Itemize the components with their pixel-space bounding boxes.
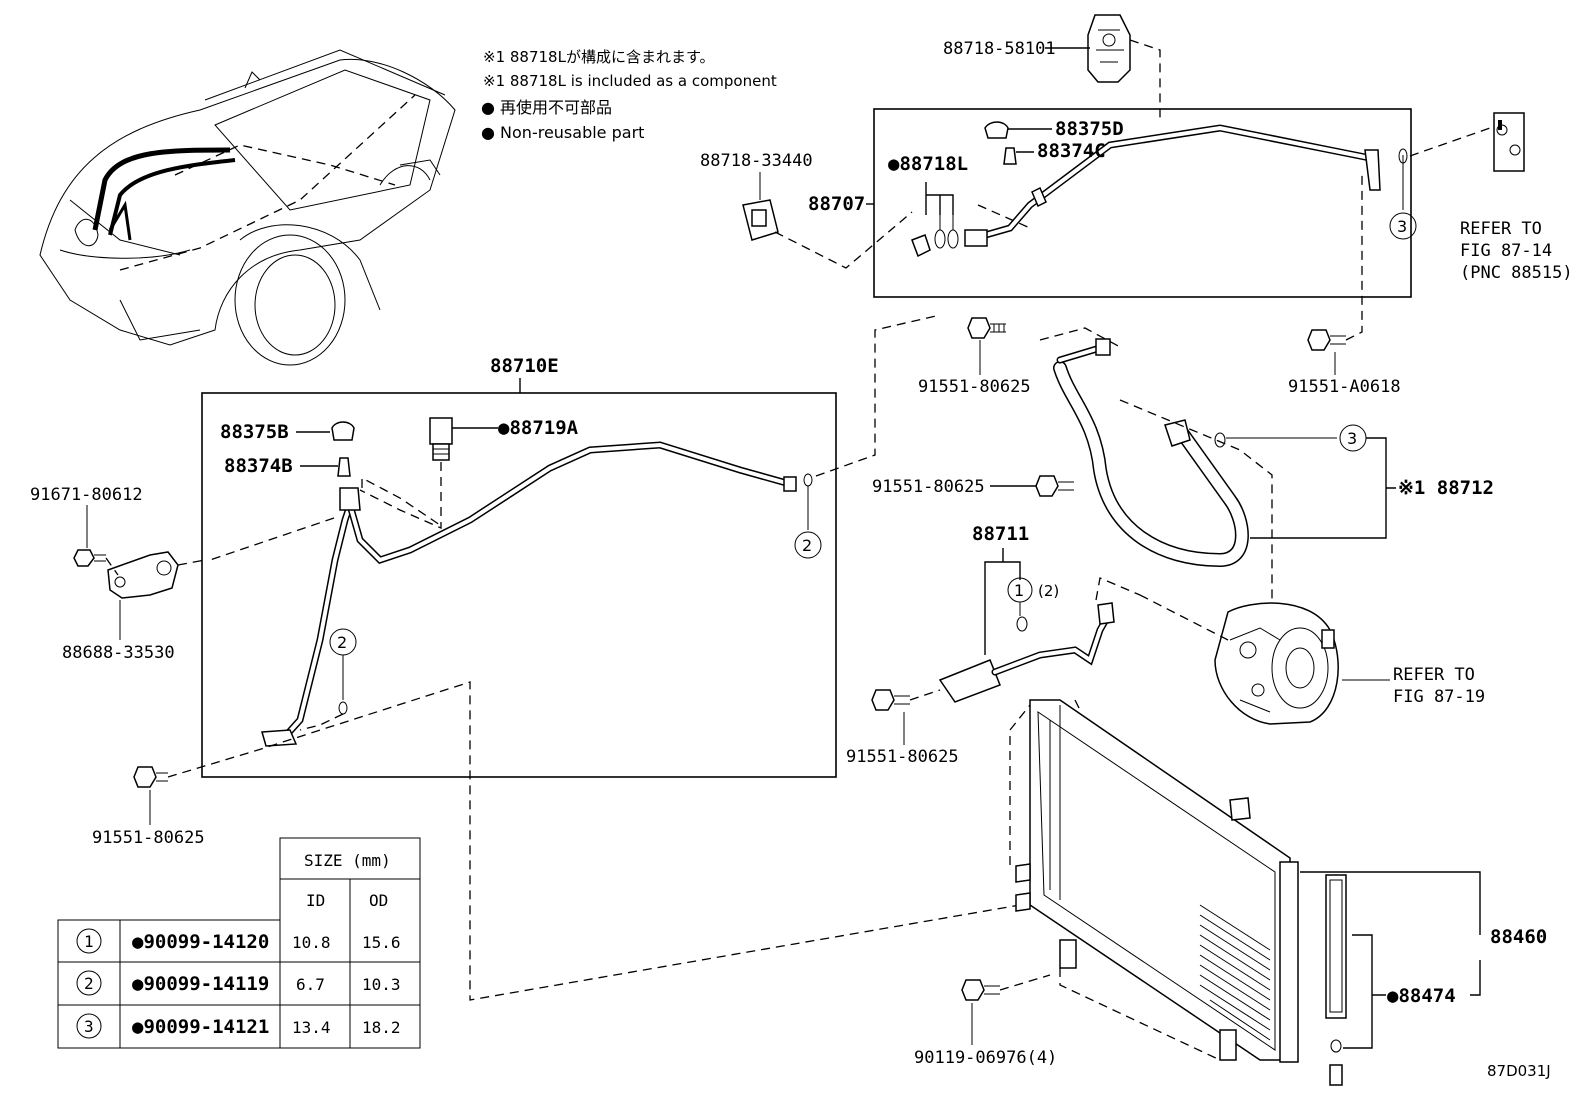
notes-block: ※1 88718Lが構成に含まれます。 ※1 88718L is include…	[481, 48, 777, 142]
table-row-od: 10.3	[362, 975, 401, 994]
condenser-fins	[1199, 904, 1271, 1041]
table-row-no: 2	[84, 974, 94, 993]
label-88719A: ●88719A	[498, 417, 579, 439]
valve-core-88374b-icon	[337, 457, 351, 477]
label-91551-80625-mid: 91551-80625	[872, 477, 985, 497]
label-88375D: 88375D	[1055, 118, 1124, 140]
label-91551-80625-left: 91551-80625	[92, 828, 205, 848]
table-header-id: ID	[306, 891, 325, 910]
label-91671-80612: 91671-80612	[30, 485, 143, 505]
cap-88375d-icon	[984, 121, 1009, 139]
label-88718-33440: 88718-33440	[700, 151, 813, 171]
table-row-no: 3	[84, 1017, 94, 1036]
table-row-id: 10.8	[292, 933, 331, 952]
label-88460: 88460	[1490, 926, 1547, 948]
clamp-88718-58101-icon	[1087, 14, 1131, 83]
oring-callout-2-right-icon	[794, 531, 822, 559]
label-91551-80625-top: 91551-80625	[918, 377, 1031, 397]
group-88707: 88718-58101 88375D 88374C ●88718L 88718-…	[700, 14, 1491, 298]
refer-87-14-line2: FIG 87-14	[1460, 241, 1552, 261]
note-nonreuse-en: ● Non-reusable part	[481, 123, 644, 142]
label-88711-sub: (2)	[1038, 582, 1059, 600]
box-88710E	[201, 392, 837, 778]
box-88707	[873, 108, 1412, 298]
group-88710E: 88710E 2 88375B 88374B ●88719A	[201, 314, 941, 778]
bolt-91551-80625-lower-icon	[871, 689, 910, 711]
refer-87-14-line1: REFER TO	[1460, 219, 1542, 239]
callout-3-mid: 3	[1347, 429, 1357, 448]
label-91551-A0618: 91551-A0618	[1288, 377, 1401, 397]
figure-code: 87D031J	[1487, 1062, 1551, 1080]
bolt-91551-80625-left-icon	[133, 766, 168, 788]
table-header-od: OD	[369, 891, 388, 910]
label-88711: 88711	[972, 523, 1029, 545]
label-88707: 88707	[808, 193, 865, 215]
label-88474: ●88474	[1387, 985, 1456, 1007]
label-91551-80625-lower: 91551-80625	[846, 747, 959, 767]
callout-2-left: 2	[337, 633, 347, 652]
bolt-91551-80625-top-icon	[967, 317, 1006, 339]
note-nonreuse-jp: ● 再使用不可部品	[481, 98, 612, 117]
callout-1: 1	[1014, 581, 1024, 600]
expansion-valve-icon	[1493, 112, 1525, 172]
table-row-part: ●90099-14119	[132, 973, 269, 995]
table-row-no: 1	[84, 932, 94, 951]
label-88688-33530: 88688-33530	[62, 643, 175, 663]
table-row-part: ●90099-14120	[132, 931, 269, 953]
clamp-88718l-icon	[911, 234, 931, 258]
label-90119-06976: 90119-06976(4)	[914, 1048, 1057, 1068]
oring-callout-3-icon	[1389, 212, 1417, 240]
cap-88375b-icon	[331, 421, 355, 441]
clamp-88718-33440-icon	[742, 199, 779, 241]
refer-87-19-line1: REFER TO	[1393, 665, 1475, 685]
refer-87-14-line3: (PNC 88515)	[1460, 263, 1573, 283]
note-component-jp: ※1 88718Lが構成に含まれます。	[483, 48, 714, 66]
bolt-91671-80612-icon	[73, 549, 106, 567]
bolt-91551-a0618-icon	[1307, 329, 1346, 351]
bolt-90119-06976-icon	[961, 979, 1000, 1001]
bracket-88688-33530-icon	[107, 551, 179, 599]
note-component-en: ※1 88718L is included as a component	[483, 72, 777, 90]
label-88718-58101: 88718-58101	[943, 39, 1056, 59]
label-88710E: 88710E	[490, 355, 559, 377]
hose-88712	[1039, 327, 1337, 630]
pipe-fitting-icon	[964, 229, 988, 247]
bolt-91551-80625-mid-icon	[1035, 475, 1074, 497]
table-row-id: 13.4	[292, 1018, 331, 1037]
table-header-size: SIZE (mm)	[304, 851, 391, 870]
table-row-part: ●90099-14121	[132, 1016, 269, 1038]
table-row-id: 6.7	[296, 975, 325, 994]
vehicle-location-sketch	[39, 49, 456, 366]
callout-2-right: 2	[802, 536, 812, 555]
label-88375B: 88375B	[220, 421, 289, 443]
compressor-icon	[1214, 602, 1339, 725]
desiccant-88474-icon	[1325, 874, 1347, 1086]
condenser-88460-icon	[1015, 699, 1299, 1063]
label-88712: ※1 88712	[1398, 477, 1494, 499]
pipe-88711: 88711 1 (2)	[938, 523, 1141, 703]
label-88718L: ●88718L	[888, 153, 968, 175]
table-row-od: 15.6	[362, 933, 401, 952]
refer-87-19-line2: FIG 87-19	[1393, 687, 1485, 707]
label-88374C: 88374C	[1037, 140, 1106, 162]
valve-core-88374c-icon	[1003, 147, 1017, 165]
table-row-od: 18.2	[362, 1018, 401, 1037]
pressure-switch-88719a-icon	[429, 417, 453, 461]
oring-size-table: SIZE (mm) ID OD 1 ●90099-14120 10.8 15.6…	[57, 837, 421, 1049]
callout-3-top: 3	[1397, 217, 1407, 236]
label-88374B: 88374B	[224, 455, 293, 477]
